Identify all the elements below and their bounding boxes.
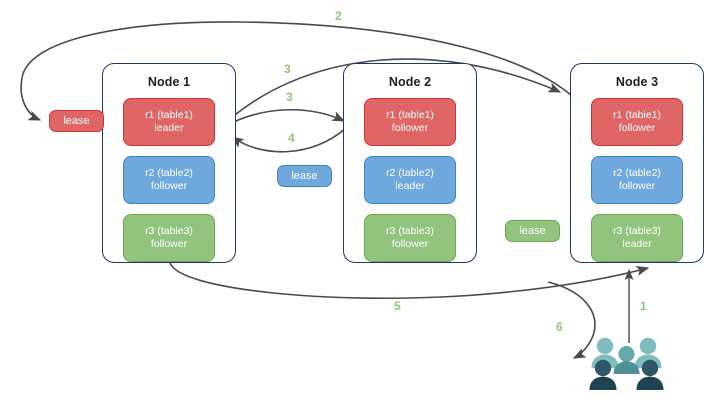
- edge-label-1: 1: [640, 299, 647, 313]
- edge-label-3b: 3: [286, 90, 293, 104]
- replica-name: r3 (table3): [145, 225, 193, 237]
- node-card-node-1: Node 1 r1 (table1) leader r2 (table2) fo…: [102, 63, 236, 263]
- replica-name: r3 (table3): [613, 225, 661, 237]
- node-title: Node 3: [615, 75, 659, 89]
- lease-badge-r3: lease: [505, 220, 560, 242]
- replica-name: r2 (table2): [386, 167, 434, 179]
- replica-node2-r1: r1 (table1) follower: [364, 98, 456, 146]
- replica-role: leader: [395, 180, 425, 192]
- node-card-node-2: Node 2 r1 (table1) follower r2 (table2) …: [343, 63, 477, 263]
- node-title: Node 2: [388, 75, 432, 89]
- replica-name: r2 (table2): [613, 167, 661, 179]
- replica-role: follower: [391, 238, 429, 250]
- replica-node3-r3: r3 (table3) leader: [591, 214, 683, 262]
- edge-3-short-path: [221, 109, 346, 129]
- edge-label-3a: 3: [284, 62, 291, 76]
- replica-node3-r1: r1 (table1) follower: [591, 98, 683, 146]
- replica-name: r1 (table1): [145, 109, 193, 121]
- replica-node1-r2: r2 (table2) follower: [123, 156, 215, 204]
- replica-name: r2 (table2): [145, 167, 193, 179]
- replica-node2-r3: r3 (table3) follower: [364, 214, 456, 262]
- replica-role: leader: [622, 238, 652, 250]
- lease-label: lease: [519, 225, 546, 237]
- lease-badge-r2: lease: [277, 165, 332, 187]
- edge-5-path: [169, 262, 650, 300]
- replica-node2-r2: r2 (table2) leader: [364, 156, 456, 204]
- node-card-node-3: Node 3 r1 (table1) follower r2 (table2) …: [570, 63, 704, 263]
- lease-label: lease: [291, 170, 318, 182]
- replica-role: follower: [618, 180, 656, 192]
- node-title: Node 1: [147, 75, 191, 89]
- replica-name: r3 (table3): [386, 225, 434, 237]
- replica-name: r1 (table1): [613, 109, 661, 121]
- replica-node1-r3: r3 (table3) follower: [123, 214, 215, 262]
- replica-name: r1 (table1): [386, 109, 434, 121]
- edge-label-2: 2: [335, 9, 342, 23]
- replica-role: follower: [618, 122, 656, 134]
- replica-role: follower: [150, 238, 188, 250]
- edge-label-5: 5: [394, 299, 401, 313]
- replica-role: follower: [391, 122, 429, 134]
- lease-label: lease: [63, 115, 90, 127]
- edge-label-4: 4: [288, 131, 295, 145]
- people-group-icon: [589, 337, 664, 390]
- replica-role: leader: [154, 122, 184, 134]
- lease-badge-r1: lease: [49, 110, 104, 132]
- replica-node3-r2: r2 (table2) follower: [591, 156, 683, 204]
- replica-node1-r1: r1 (table1) leader: [123, 98, 215, 146]
- edge-label-6: 6: [556, 320, 563, 334]
- replica-role: follower: [150, 180, 188, 192]
